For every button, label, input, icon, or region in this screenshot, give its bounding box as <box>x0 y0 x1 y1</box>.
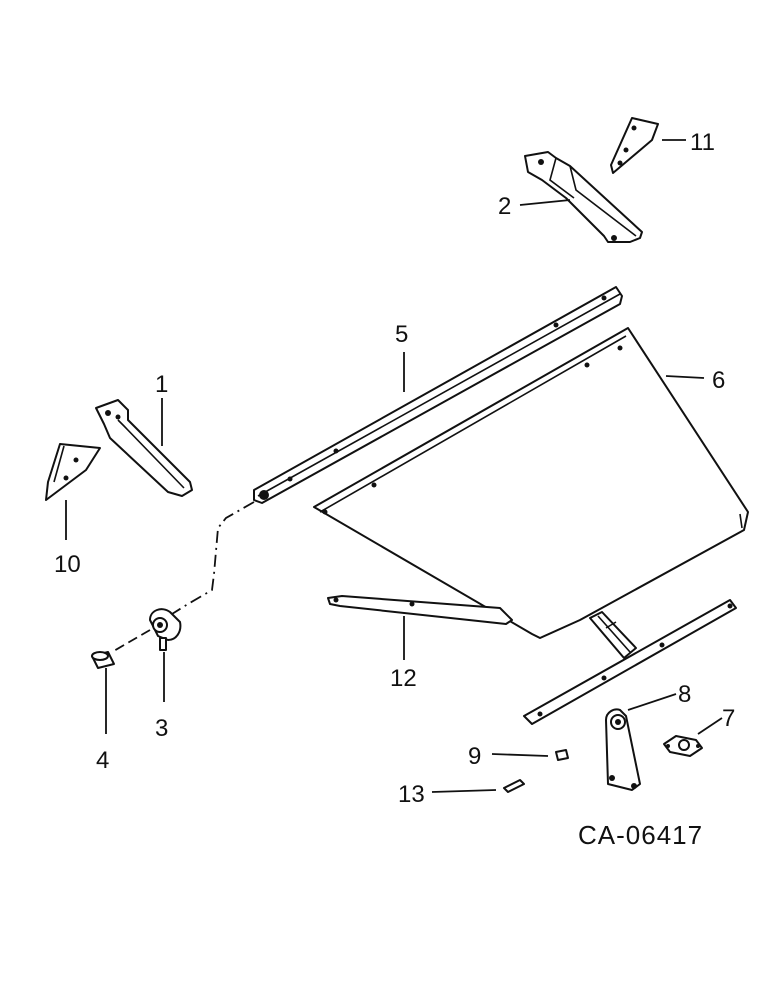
part-8-hinge-bracket <box>605 708 641 791</box>
callout-12: 12 <box>390 665 417 692</box>
callout-6: 6 <box>712 367 725 394</box>
part-12-strut <box>327 595 513 625</box>
part-2-bracket <box>524 151 643 243</box>
callout-5: 5 <box>395 321 408 348</box>
callout-8: 8 <box>678 681 691 708</box>
part-3-eye-bolt <box>149 608 182 651</box>
callout-1: 1 <box>155 371 168 398</box>
part-11-plate <box>610 117 659 174</box>
part-10-plate <box>45 443 101 501</box>
callout-3: 3 <box>155 715 168 742</box>
callout-13: 13 <box>398 781 425 808</box>
part-13-pin <box>503 779 525 793</box>
callout-10: 10 <box>54 551 81 578</box>
part-7-flange-nut <box>663 735 703 757</box>
callout-2: 2 <box>498 193 511 220</box>
part-9-nut <box>555 749 569 761</box>
part-6-panel <box>313 327 749 639</box>
callout-9: 9 <box>468 743 481 770</box>
callout-11: 11 <box>690 129 715 156</box>
callout-7: 7 <box>722 705 735 732</box>
leader-lines <box>65 139 723 793</box>
part-1-bracket <box>95 399 193 497</box>
lower-bar <box>523 599 737 725</box>
assembly-line-4 <box>111 629 151 653</box>
callout-4: 4 <box>96 747 109 774</box>
part-4-sleeve <box>91 651 115 669</box>
assembly-line <box>171 501 255 615</box>
figure-code: CA-06417 <box>578 820 703 850</box>
part-5-rail <box>253 286 623 504</box>
